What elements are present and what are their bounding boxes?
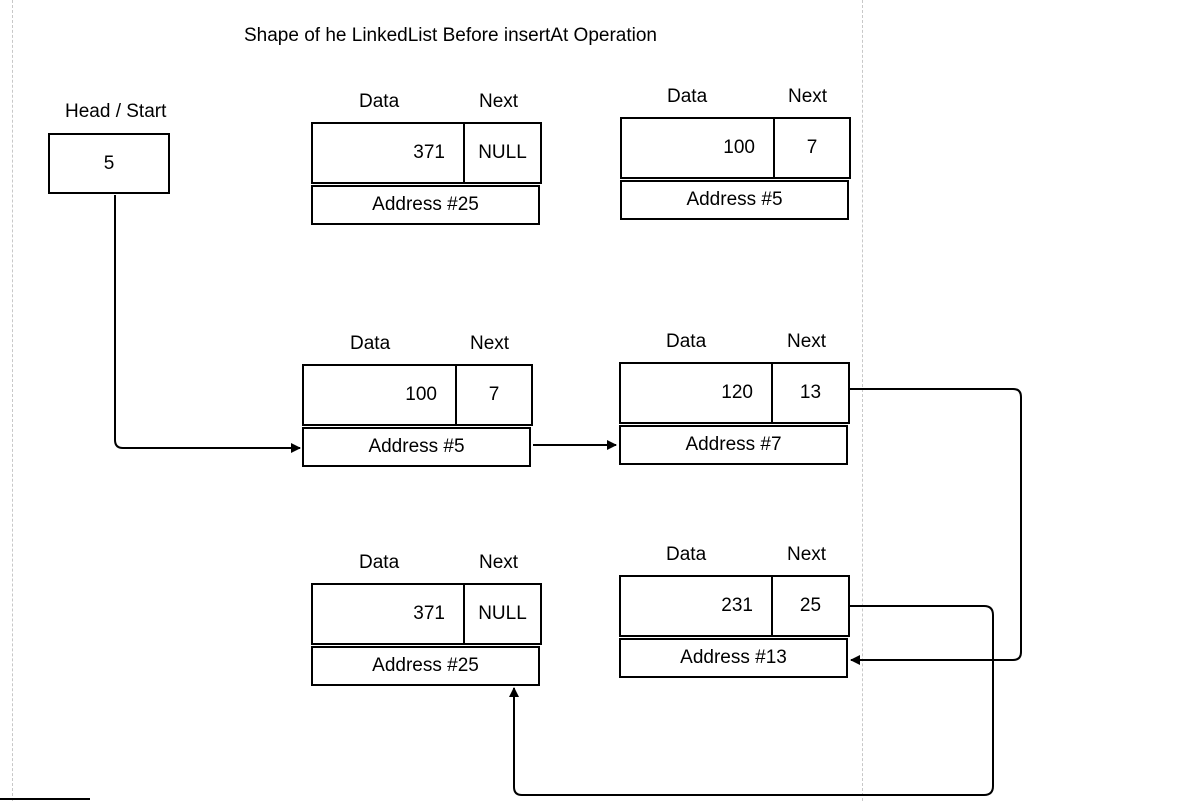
next-label: Next <box>479 91 519 112</box>
next-label: Next <box>470 333 510 354</box>
data-cell: 371 <box>413 603 445 624</box>
address-cell: Address #7 <box>619 425 848 465</box>
next-label: Next <box>479 552 519 573</box>
next-13-to-address-13-arrow <box>850 388 1022 665</box>
node-cells: 120 13 <box>619 362 850 424</box>
data-label: Data <box>666 544 707 565</box>
data-cell: 120 <box>721 382 753 403</box>
next-cell: NULL <box>463 124 540 182</box>
head-to-address-5-arrow <box>114 195 301 453</box>
next-cell: 7 <box>773 119 849 177</box>
head-pointer-box[interactable]: 5 <box>48 133 170 194</box>
next-25-to-address-25-arrow <box>509 605 994 796</box>
data-label: Data <box>350 333 391 354</box>
edge-fragment-line <box>0 798 90 800</box>
next-label: Next <box>787 544 827 565</box>
head-value: 5 <box>103 152 115 174</box>
canvas-left-guide <box>12 0 13 801</box>
data-label: Data <box>667 86 708 107</box>
data-cell: 100 <box>723 137 755 158</box>
data-label: Data <box>666 331 707 352</box>
page-boundary-guide <box>862 0 863 801</box>
data-label: Data <box>359 552 400 573</box>
next-label: Next <box>787 331 827 352</box>
address-cell: Address #5 <box>620 180 849 220</box>
next-cell: 7 <box>455 366 531 424</box>
data-cell: 231 <box>721 595 753 616</box>
next-cell: 25 <box>771 577 848 635</box>
node-cells: 371 NULL <box>311 583 542 645</box>
address-cell: Address #25 <box>311 185 540 225</box>
head-label: Head / Start <box>65 101 167 122</box>
next-cell: NULL <box>463 585 540 643</box>
node-cells: 231 25 <box>619 575 850 637</box>
address-cell: Address #25 <box>311 646 540 686</box>
data-cell: 371 <box>413 142 445 163</box>
address-cell: Address #13 <box>619 638 848 678</box>
data-label: Data <box>359 91 400 112</box>
diagram-title: Shape of he LinkedList Before insertAt O… <box>244 25 657 46</box>
next-label: Next <box>788 86 828 107</box>
node-cells: 100 7 <box>302 364 533 426</box>
next-cell: 13 <box>771 364 848 422</box>
node-cells: 100 7 <box>620 117 851 179</box>
address-cell: Address #5 <box>302 427 531 467</box>
data-cell: 100 <box>405 384 437 405</box>
node-cells: 371 NULL <box>311 122 542 184</box>
